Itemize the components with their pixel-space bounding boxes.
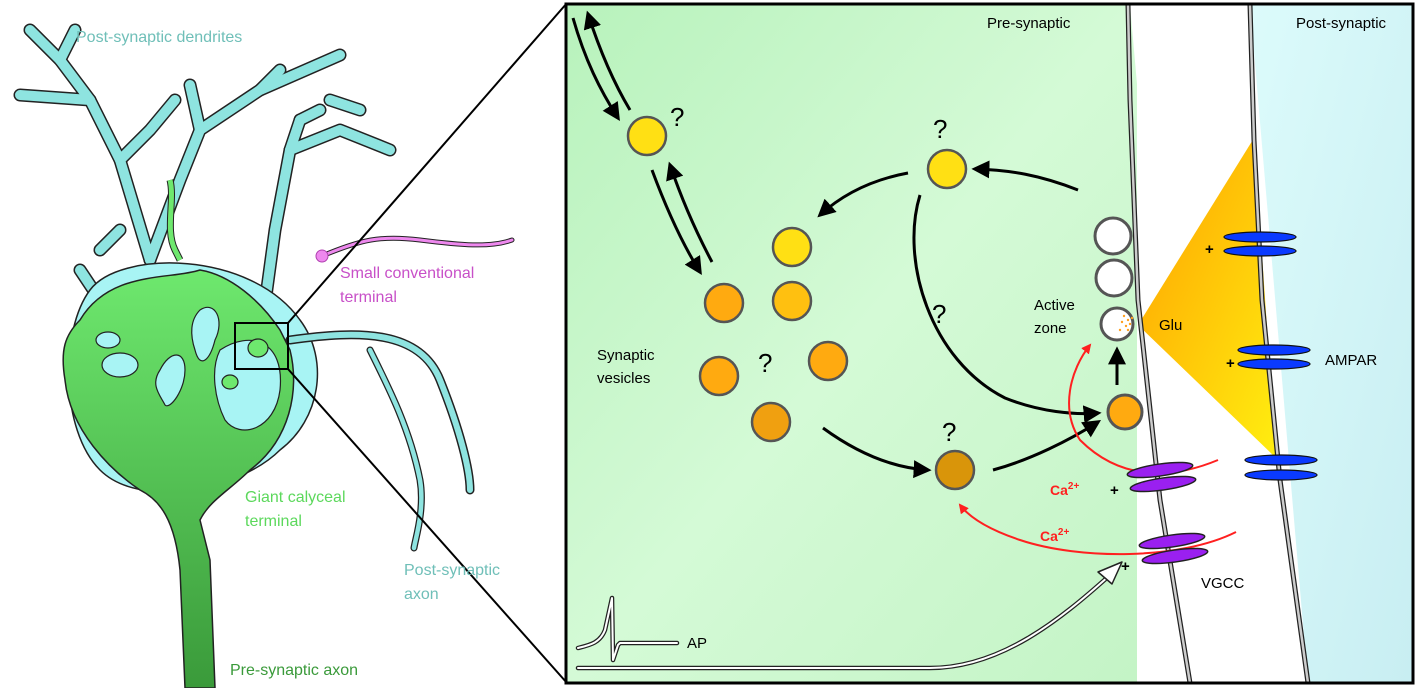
label-post-synaptic-dendrites: Post-synaptic dendrites: [76, 29, 242, 46]
ampar-receptor: [1237, 358, 1311, 370]
label-post-synaptic-axon-1: Post-synaptic: [404, 562, 500, 579]
label-post-synaptic: Post-synaptic: [1296, 15, 1387, 32]
label-active-zone-1: Active: [1034, 297, 1075, 314]
synaptic-vesicles: [626, 115, 976, 491]
vesicle: [703, 282, 745, 324]
label-ampar: AMPAR: [1325, 352, 1377, 369]
vgcc-channels: [1126, 461, 1209, 565]
label-calcium-upper: Ca2+: [1050, 481, 1079, 498]
ampar-receptors: [1223, 231, 1318, 481]
vgcc-channel: [1126, 461, 1194, 479]
calyx-inner-fingers: [166, 179, 269, 390]
postsynaptic-region: [1250, 5, 1412, 683]
post-synaptic-dendrites: [13, 23, 397, 347]
vgcc-channel: [1129, 475, 1197, 493]
glutamate-cone: [1138, 138, 1276, 458]
depolarization-markers: + + + +: [1110, 241, 1235, 575]
label-glu: Glu: [1159, 317, 1182, 334]
calyx-holes: [95, 306, 282, 431]
ampar-receptor: [1223, 231, 1297, 243]
action-potential-trace: [575, 561, 1123, 671]
vesicle: [698, 355, 740, 397]
vesicle: [771, 280, 813, 322]
plus-sign: +: [1226, 355, 1235, 372]
label-synaptic-vesicles-2: vesicles: [597, 370, 650, 387]
label-calcium-lower: Ca2+: [1040, 527, 1069, 544]
label-ap: AP: [687, 635, 707, 652]
vgcc-channel: [1138, 532, 1206, 550]
ampar-receptor: [1223, 245, 1297, 257]
unknown-pathway-markers: ? ? ? ? ?: [670, 102, 956, 447]
zoomed-synapse-panel: [564, 2, 1415, 685]
docked-vesicle: [1106, 393, 1144, 431]
panel-border: [564, 2, 1415, 685]
ampar-receptor: [1244, 454, 1318, 466]
trafficking-arrows: [571, 10, 1126, 479]
label-giant-calyceal-terminal-1: Giant calyceal: [245, 489, 346, 506]
left-neuron-illustration: [13, 2, 568, 688]
vesicle: [926, 148, 968, 190]
empty-vesicle: [1094, 258, 1134, 298]
small-conventional-terminal: [315, 235, 515, 263]
question-mark: ?: [942, 417, 956, 447]
label-active-zone-2: zone: [1034, 320, 1067, 337]
ampar-receptor: [1244, 469, 1318, 481]
label-pre-synaptic: Pre-synaptic: [987, 15, 1071, 32]
plus-sign: +: [1205, 241, 1214, 258]
label-small-conventional-terminal-1: Small conventional: [340, 265, 474, 282]
label-small-conventional-terminal-2: terminal: [340, 289, 397, 306]
giant-calyceal-terminal-shape: [62, 269, 295, 688]
vesicle: [934, 449, 976, 491]
vesicle: [771, 226, 813, 268]
plus-sign: +: [1110, 482, 1119, 499]
vesicle: [750, 401, 792, 443]
zoom-line-top: [287, 2, 568, 324]
zoom-line-bottom: [287, 368, 568, 684]
question-mark: ?: [933, 114, 947, 144]
plus-sign: +: [1121, 558, 1130, 575]
vesicle: [807, 340, 849, 382]
docked-vesicles: [1093, 216, 1144, 431]
glutamate-dots: [1118, 314, 1134, 332]
label-pre-synaptic-axon: Pre-synaptic axon: [230, 662, 358, 679]
question-mark: ?: [932, 299, 946, 329]
label-vgcc: VGCC: [1201, 575, 1245, 592]
zoom-region-box: [234, 322, 289, 370]
label-post-synaptic-axon-2: axon: [404, 586, 439, 603]
empty-vesicle: [1093, 216, 1133, 256]
presynaptic-region: [567, 5, 1137, 683]
label-giant-calyceal-terminal-2: terminal: [245, 513, 302, 530]
vesicle: [626, 115, 668, 157]
post-synaptic-axon: [285, 330, 475, 552]
label-synaptic-vesicles-1: Synaptic: [597, 347, 655, 364]
question-mark: ?: [758, 348, 772, 378]
question-mark: ?: [670, 102, 684, 132]
vgcc-channel: [1141, 547, 1209, 565]
fusing-vesicle: [1099, 306, 1135, 342]
ampar-receptor: [1237, 344, 1311, 356]
